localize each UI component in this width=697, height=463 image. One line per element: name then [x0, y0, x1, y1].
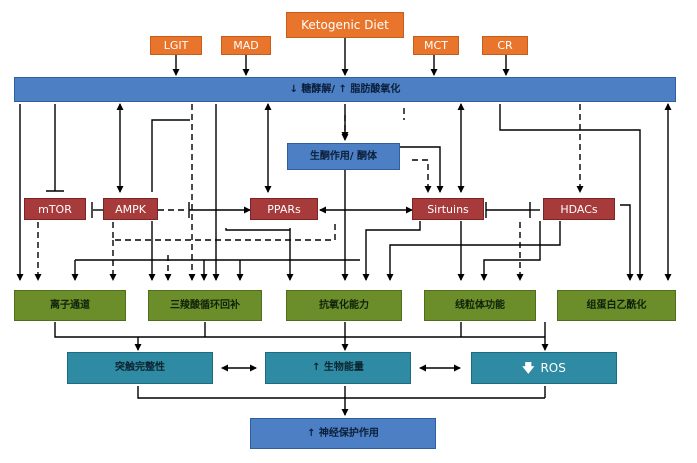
- tca-label: 三羧酸循环回补: [170, 299, 240, 311]
- mtor-label: mTOR: [38, 202, 72, 216]
- tca-box: 三羧酸循环回补: [148, 290, 262, 321]
- ketone-box: 生酮作用/ 酮体: [287, 143, 400, 170]
- mito-box: 线粒体功能: [424, 290, 536, 321]
- bioenergy-label: ↑ 生物能量: [312, 362, 364, 373]
- ppars-box: PPARs: [250, 198, 318, 220]
- mct-box: MCT: [413, 36, 459, 55]
- lgit-box: LGIT: [150, 36, 202, 55]
- ketogenic-diet-box: Ketogenic Diet: [286, 12, 404, 38]
- neuroprotection-label: ↑ 神经保护作用: [307, 427, 379, 439]
- mito-label: 线粒体功能: [455, 299, 505, 311]
- ros-box: 🡇 ROS: [471, 352, 617, 384]
- antioxidant-box: 抗氧化能力: [286, 290, 402, 321]
- ampk-box: AMPK: [103, 198, 158, 220]
- sirtuins-label: Sirtuins: [427, 202, 469, 216]
- hdacs-box: HDACs: [543, 198, 615, 220]
- ampk-label: AMPK: [115, 202, 146, 216]
- ketogenic-diet-label: Ketogenic Diet: [301, 18, 389, 32]
- ppars-label: PPARs: [267, 202, 301, 216]
- mad-label: MAD: [233, 39, 259, 52]
- neuroprotection-box: ↑ 神经保护作用: [250, 418, 436, 449]
- mad-box: MAD: [221, 36, 271, 55]
- ros-label: ROS: [540, 361, 566, 375]
- ros-arrow-icon: 🡇: [522, 361, 535, 375]
- mtor-box: mTOR: [24, 198, 86, 220]
- synapse-label: 突触完整性: [115, 362, 165, 373]
- synapse-box: 突触完整性: [67, 352, 213, 384]
- histone-label: 组蛋白乙酰化: [586, 299, 647, 311]
- sirtuins-box: Sirtuins: [412, 198, 484, 220]
- mct-label: MCT: [424, 39, 448, 52]
- ion-channel-box: 离子通道: [14, 290, 126, 321]
- metabolism-label: ↓ 糖酵解/ ↑ 脂肪酸氧化: [289, 83, 401, 95]
- metabolism-bar: ↓ 糖酵解/ ↑ 脂肪酸氧化: [14, 77, 676, 102]
- cr-label: CR: [497, 39, 513, 52]
- ketone-label: 生酮作用/ 酮体: [309, 150, 378, 162]
- lgit-label: LGIT: [163, 39, 189, 52]
- cr-box: CR: [482, 36, 528, 55]
- antioxidant-label: 抗氧化能力: [319, 299, 369, 311]
- solid-connectors: [16, 38, 672, 416]
- ion-channel-label: 离子通道: [50, 299, 90, 311]
- dashed-connectors: [34, 104, 584, 281]
- bioenergy-box: ↑ 生物能量: [265, 352, 411, 384]
- histone-box: 组蛋白乙酰化: [557, 290, 676, 321]
- hdacs-label: HDACs: [560, 202, 598, 216]
